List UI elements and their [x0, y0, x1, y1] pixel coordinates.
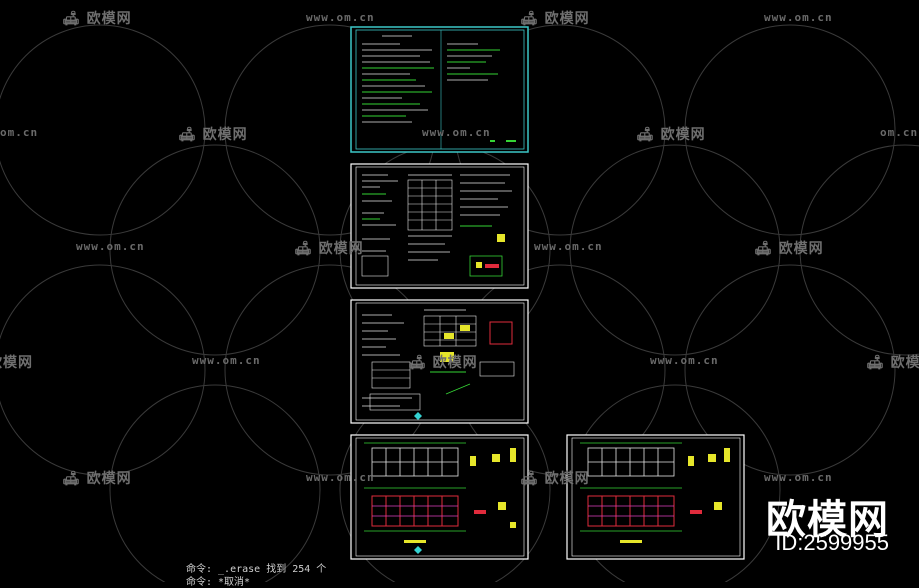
drawing-sheet-1[interactable] [350, 26, 529, 153]
drawing-sheet-3[interactable] [350, 299, 529, 424]
drawing-sheet-2[interactable] [350, 163, 529, 289]
watermark-url: www.om.cn [306, 471, 375, 484]
watermark-url: www.om.cn [306, 11, 375, 24]
watermark-url: www.om.cn [192, 354, 261, 367]
watermark-brand: 🛋 欧模网 [520, 471, 590, 487]
watermark-brand: 🛋 欧模网 [754, 241, 824, 257]
watermark-brand: 🛋 欧模网 [62, 11, 132, 27]
watermark-brand: 🛋 欧模网 [866, 355, 919, 371]
brand-id-text: ID:2599955 [775, 530, 889, 555]
watermark-url: om.cn [0, 126, 39, 139]
watermark-brand: 🛋 欧模网 [178, 127, 248, 143]
command-history-line: 命令: _.erase 找到 254 个 [186, 564, 327, 575]
watermark-url: www.om.cn [764, 11, 833, 24]
watermark-brand: 🛋 欧模网 [408, 355, 478, 371]
command-prompt-line[interactable]: 命令: *取消* [186, 577, 251, 588]
drawing-sheet-5[interactable] [566, 434, 745, 560]
drawing-sheet-4[interactable] [350, 434, 529, 560]
watermark-brand: 欧模网 [0, 355, 33, 371]
watermark-url: om.cn [880, 126, 919, 139]
watermark-url: www.om.cn [650, 354, 719, 367]
watermark-brand: 🛋 欧模网 [520, 11, 590, 27]
watermark-brand: 🛋 欧模网 [294, 241, 364, 257]
watermark-url: www.om.cn [76, 240, 145, 253]
watermark-url: www.om.cn [534, 240, 603, 253]
watermark-brand: 🛋 欧模网 [62, 471, 132, 487]
watermark-brand: 🛋 欧模网 [636, 127, 706, 143]
brand-logo-text: 欧模网 [766, 497, 889, 543]
watermark-url: www.om.cn [764, 471, 833, 484]
watermark-url: www.om.cn [422, 126, 491, 139]
